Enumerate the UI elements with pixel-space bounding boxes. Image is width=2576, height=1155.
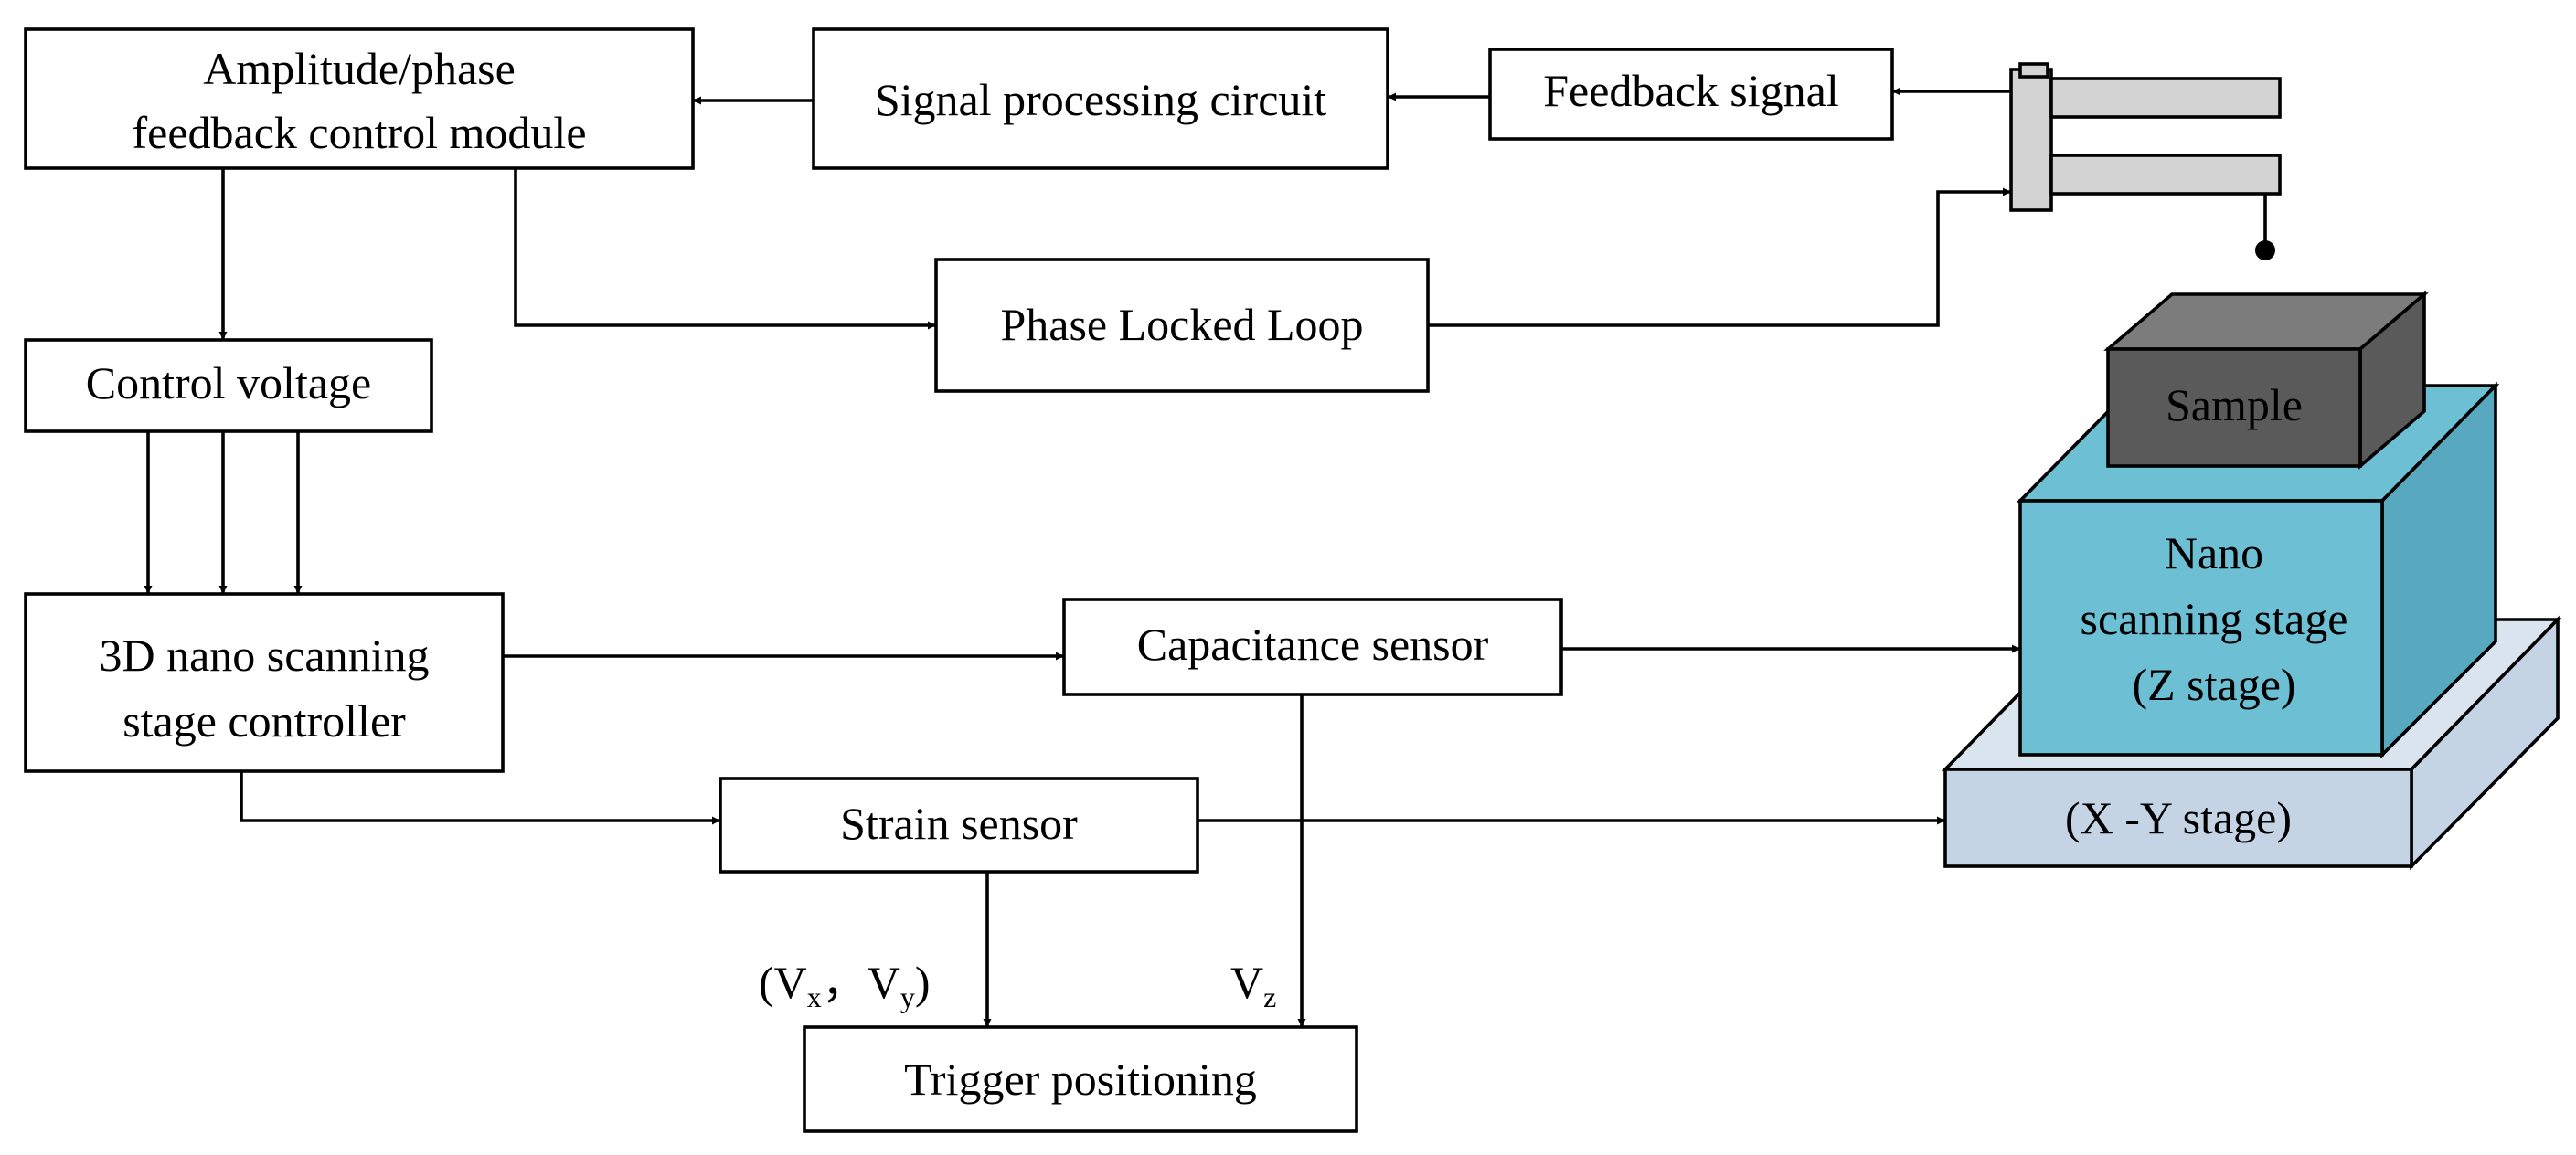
feedback-signal-block: Feedback signal <box>1488 48 1894 141</box>
amplitude-phase-label-line2: feedback control module <box>132 107 586 158</box>
strain-sensor-label: Strain sensor <box>840 798 1078 849</box>
sample-front <box>2106 347 2362 468</box>
control-voltage-block: Control voltage <box>24 338 433 433</box>
amplitude-phase-control-block: Amplitude/phase feedback control module <box>24 27 695 170</box>
z-stage-label-line2: scanning stage <box>2081 593 2348 644</box>
z-stage-label-line1: Nano <box>2165 527 2263 578</box>
trigger-positioning-label: Trigger positioning <box>904 1054 1257 1105</box>
control-voltage-label: Control voltage <box>86 357 371 408</box>
cantilever-probe <box>2009 62 2282 260</box>
vz-signal-label: Vz <box>1230 957 1276 1013</box>
cantilever-lower-arm <box>2049 154 2282 196</box>
xy-stage-front <box>1943 768 2413 868</box>
cantilever-mount-cap <box>2018 62 2049 79</box>
cantilever-mount <box>2009 68 2053 212</box>
phase-locked-loop-label: Phase Locked Loop <box>1000 299 1363 350</box>
signal-processing-circuit-block: Signal processing circuit <box>812 27 1389 170</box>
trigger-positioning-block: Trigger positioning <box>803 1025 1358 1133</box>
stage-controller-label-line1: 3D nano scanning <box>99 630 429 681</box>
capacitance-sensor-block: Capacitance sensor <box>1062 598 1563 696</box>
phase-locked-loop-block: Phase Locked Loop <box>934 258 1430 393</box>
z-stage-front <box>2018 499 2384 757</box>
sample: Sample <box>2103 291 2429 470</box>
amplitude-phase-label-line1: Amplitude/phase <box>203 43 516 94</box>
z-stage: Nano scanning stage (Z stage) <box>2016 381 2500 759</box>
sample-label: Sample <box>2166 379 2303 430</box>
probe-tip <box>2255 240 2275 260</box>
stage-controller-label-line2: stage controller <box>122 695 406 747</box>
vxy-signal-label: (Vx，Vy) <box>759 957 931 1013</box>
connections <box>144 87 2020 1027</box>
arrow-pll-to-cantilever <box>1428 187 2011 327</box>
strain-sensor-block: Strain sensor <box>719 777 1199 874</box>
capacitance-sensor-label: Capacitance sensor <box>1137 619 1489 670</box>
cantilever-upper-arm <box>2049 77 2282 119</box>
signal-processing-label: Signal processing circuit <box>875 74 1326 125</box>
stage-controller-block: 3D nano scanning stage controller <box>24 592 505 773</box>
arrow-controller-to-strain <box>240 771 720 825</box>
arrow-amplitude-to-pll <box>514 168 936 330</box>
xy-stage-label: (X -Y stage) <box>2065 792 2292 843</box>
feedback-signal-label: Feedback signal <box>1543 65 1839 116</box>
z-stage-label-line3: (Z stage) <box>2132 659 2295 710</box>
